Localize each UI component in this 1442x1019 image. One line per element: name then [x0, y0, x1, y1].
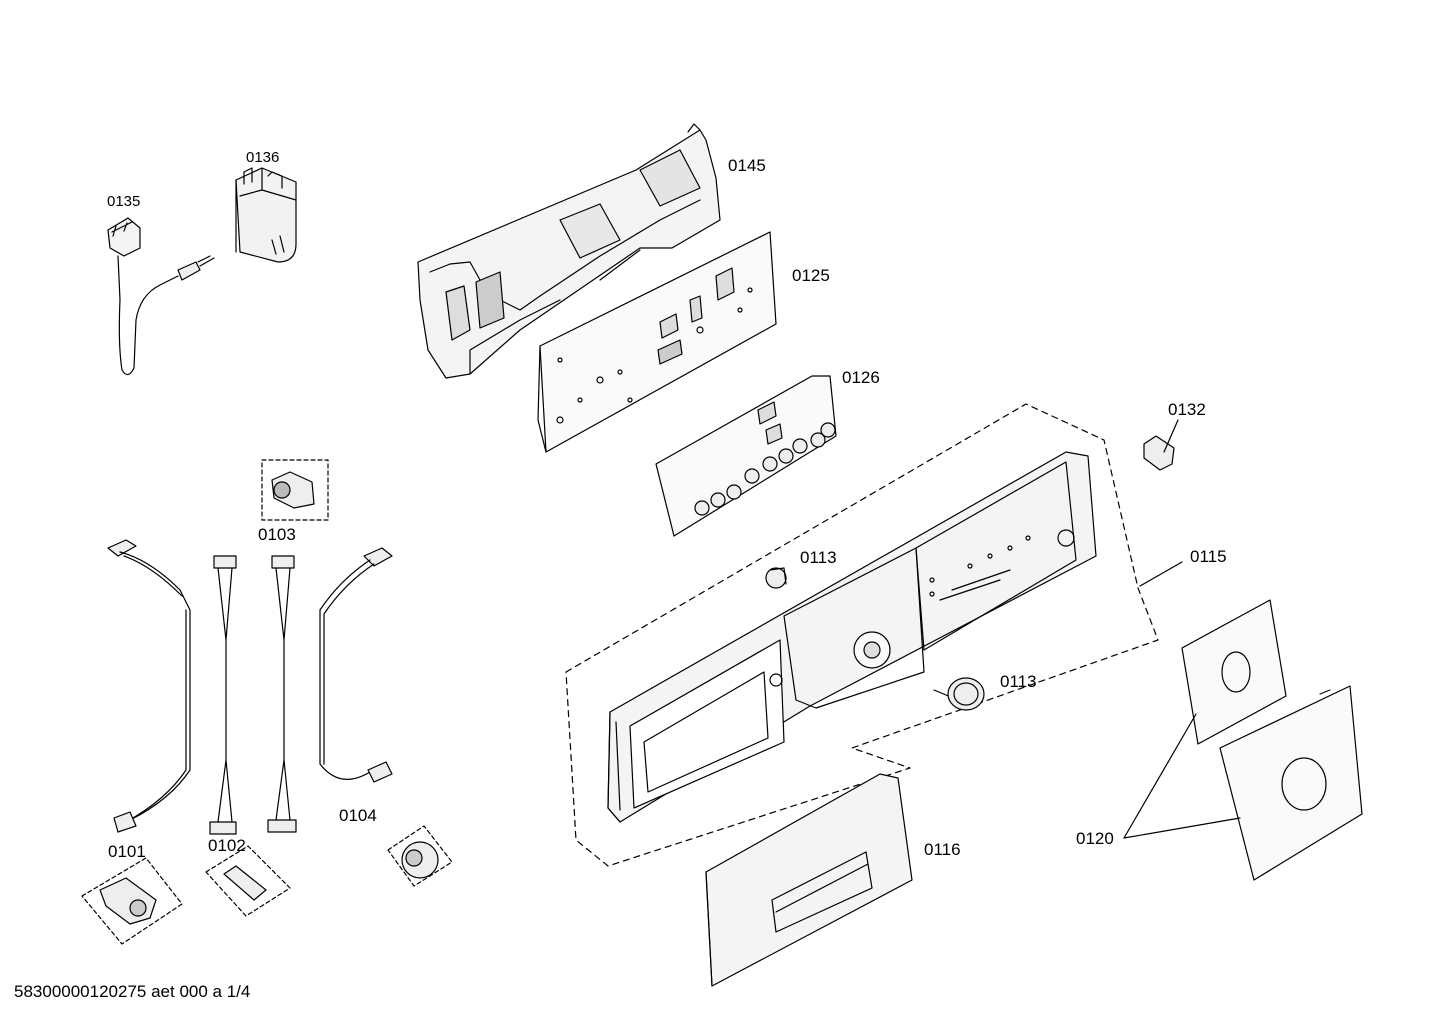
sensor-part-bottom-center — [205, 845, 291, 917]
pressure-switch-part — [387, 825, 453, 887]
motor-part-bottom-left — [81, 857, 183, 945]
part-label-0126: 0126 — [842, 368, 880, 387]
knob-small-part-0113 — [765, 567, 787, 589]
control-panel-outline-0115 — [565, 403, 1159, 867]
part-label-0115: 0115 — [1190, 547, 1227, 566]
part-label-0113-upper: 0113 — [800, 548, 837, 567]
part-label-0145: 0145 — [728, 156, 766, 175]
cable-harness-part-0102 — [209, 555, 297, 835]
control-panel-part-0115 — [607, 451, 1097, 823]
cable-harness-part-0101 — [107, 539, 191, 833]
knob-part-0113 — [933, 677, 985, 711]
part-label-0120: 0120 — [1076, 829, 1114, 848]
leader-line-0115 — [1139, 561, 1183, 587]
part-label-0104: 0104 — [339, 806, 377, 825]
label-plates-part-0120 — [1123, 599, 1363, 881]
part-label-0116: 0116 — [924, 840, 961, 859]
valve-part-0103 — [261, 459, 329, 521]
part-label-0132: 0132 — [1168, 400, 1206, 419]
filter-part-0136 — [235, 167, 297, 263]
cable-harness-part-0104 — [319, 547, 393, 783]
part-label-0135: 0135 — [107, 193, 141, 210]
part-label-0113-lower: 0113 — [1000, 672, 1037, 691]
pcb-part-0126 — [655, 375, 837, 537]
power-cord-part-0135 — [107, 217, 215, 376]
part-label-0103: 0103 — [258, 525, 296, 544]
bracket-part-0132 — [1143, 419, 1179, 471]
housing-part-0145 — [417, 123, 721, 379]
part-label-0125: 0125 — [792, 266, 830, 285]
part-label-0136: 0136 — [246, 149, 280, 166]
part-label-0102: 0102 — [208, 836, 246, 855]
pcb-part-0125 — [537, 231, 777, 453]
drawer-handle-part-0116 — [705, 773, 913, 987]
part-label-0101: 0101 — [108, 842, 146, 861]
drawing-reference-code: 58300000120275 aet 000 a 1/4 — [14, 982, 251, 1001]
